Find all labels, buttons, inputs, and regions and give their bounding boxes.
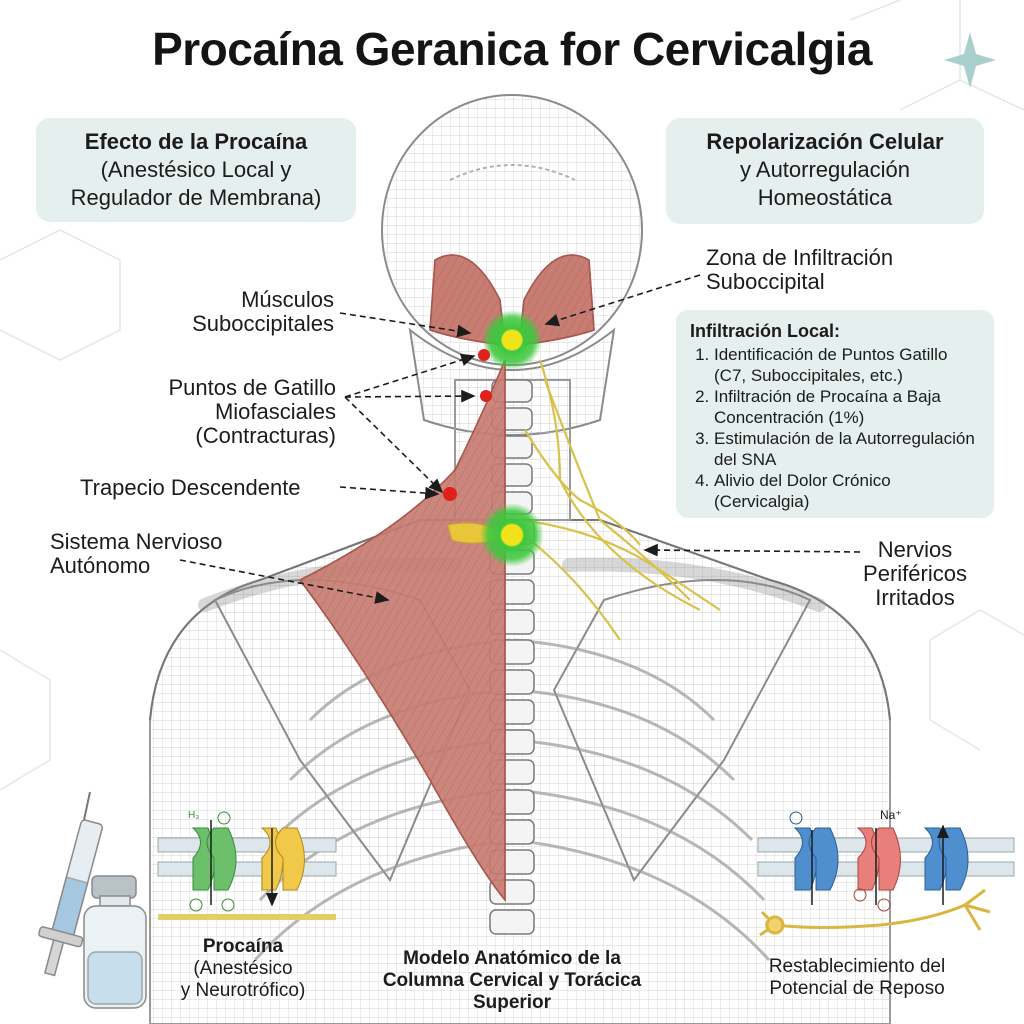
- scapula-right: [552, 579, 812, 882]
- repolarization-line2: y Autorregulación: [740, 157, 910, 182]
- caption-procaina: Procaína (Anestésico y Neurotrófico): [180, 936, 306, 1001]
- clavicle-right: [562, 557, 826, 612]
- repolarization-line3: Homeostática: [757, 185, 893, 210]
- peripheral-nerves: [519, 359, 721, 641]
- infiltration-step: Estimulación de la Autorregulación del S…: [714, 428, 984, 470]
- membrane-channels-right: [757, 811, 1015, 912]
- infiltration-point-suboccipital: [482, 310, 542, 370]
- neuron-icon: [759, 888, 991, 937]
- leader-arrows: [179, 274, 861, 604]
- infiltration-point-c7: [480, 503, 544, 567]
- repolarization-box: Repolarización Celular y Autorregulación…: [666, 118, 984, 224]
- infiltration-step: Alivio del Dolor Crónico (Cervicalgia): [714, 470, 984, 512]
- spine: [489, 379, 535, 935]
- syringe-icon: [38, 791, 104, 977]
- label-peripheral-nerves: Nervios Periféricos Irritados: [863, 537, 967, 610]
- repolarization-heading: Repolarización Celular: [706, 129, 944, 154]
- infiltration-steps-list: Identificación de Puntos Gatillo (C7, Su…: [686, 344, 984, 512]
- caption-anatomical-model: Modelo Anatómico de la Columna Cervical …: [382, 948, 642, 1013]
- channel-label-left: H₃: [188, 810, 200, 821]
- procaine-effect-line3: Regulador de Membrana): [70, 185, 322, 210]
- suboccipital-muscles: [429, 254, 595, 346]
- infiltration-step: Infiltración de Procaína a Baja Concentr…: [714, 386, 984, 428]
- membrane-channels-left: [157, 811, 337, 920]
- infiltration-steps-box: Infiltración Local: Identificación de Pu…: [676, 310, 994, 518]
- sparkle-icon: [944, 32, 996, 88]
- label-autonomic-system: Sistema Nervioso Autónomo: [50, 529, 223, 578]
- channel-label-na: Na⁺: [880, 808, 902, 822]
- infiltration-step: Identificación de Puntos Gatillo (C7, Su…: [714, 344, 984, 386]
- label-trapezius: Trapecio Descendente: [80, 475, 301, 500]
- procaine-effect-line2: (Anestésico Local y: [100, 157, 292, 182]
- caption-resting-potential: Restablecimiento del Potencial de Reposo: [768, 956, 946, 999]
- infiltration-steps-heading: Infiltración Local:: [690, 321, 841, 341]
- trigger-point-2: [480, 390, 492, 402]
- page-title: Procaína Geranica for Cervicalgia: [152, 23, 872, 75]
- vial-icon: [83, 875, 147, 1009]
- procaine-effect-box: Efecto de la Procaína (Anestésico Local …: [36, 118, 356, 222]
- procaine-effect-heading: Efecto de la Procaína: [84, 129, 308, 154]
- label-infiltration-zone: Zona de Infiltración Suboccipital: [706, 245, 894, 294]
- trigger-point-3: [443, 487, 457, 501]
- label-trigger-points: Puntos de Gatillo Miofasciales (Contract…: [168, 375, 336, 448]
- trigger-point-1: [478, 349, 490, 361]
- label-suboccipital-muscles: Músculos Suboccipitales: [192, 287, 334, 336]
